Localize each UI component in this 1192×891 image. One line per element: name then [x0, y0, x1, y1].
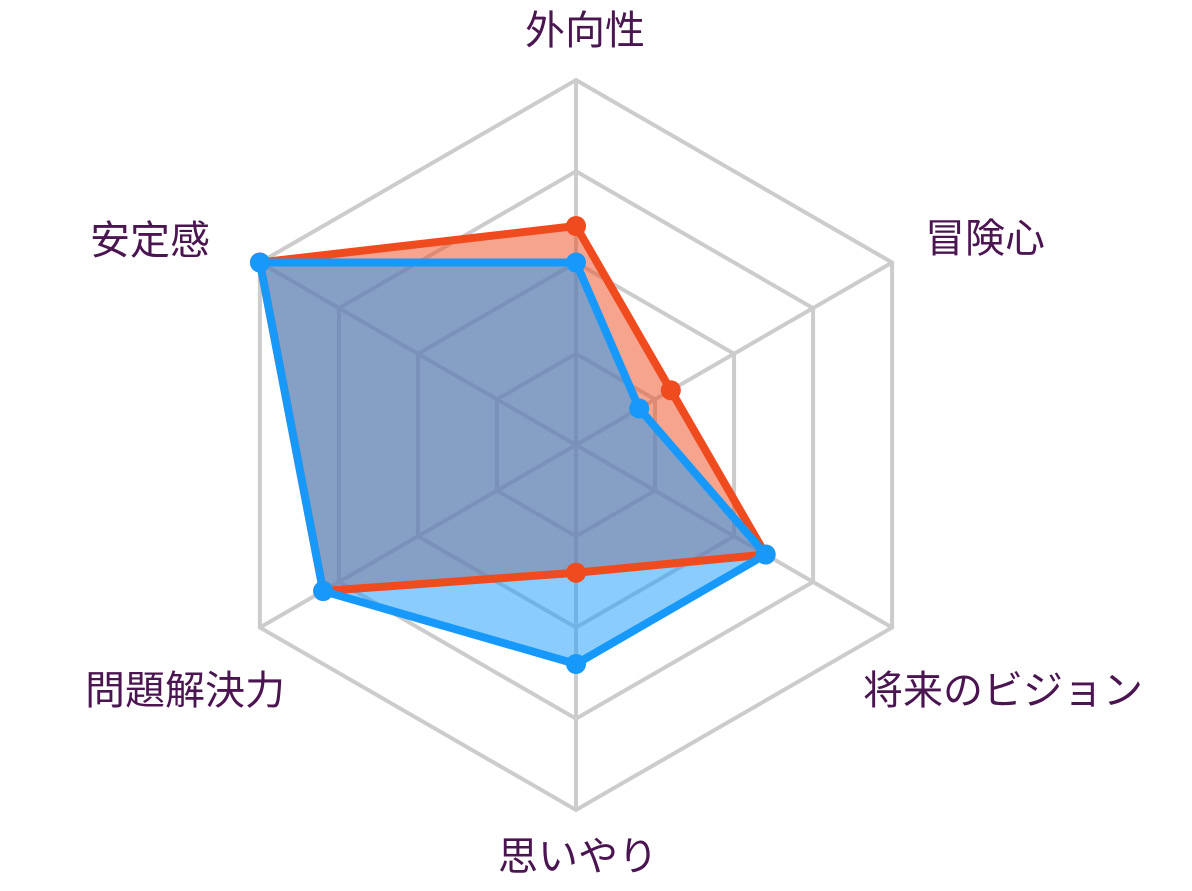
- series-blue-point-4: [313, 581, 334, 601]
- series-orange-point-3: [566, 562, 586, 583]
- axis-label-0: 外向性: [525, 8, 645, 54]
- series-blue-point-1: [629, 398, 650, 419]
- series-orange-point-1: [660, 380, 681, 401]
- axis-label-2: 将来のビジョン: [863, 668, 1143, 714]
- series-blue-point-0: [566, 252, 586, 273]
- series-orange-point-0: [566, 216, 586, 236]
- axis-label-4: 問題解決力: [85, 668, 285, 714]
- series-blue-point-3: [566, 654, 586, 674]
- series-blue-point-5: [249, 252, 270, 273]
- axis-label-3: 思いやり: [498, 834, 658, 880]
- axis-labels: 外向性 冒険心 将来のビジョン 思いやり 問題解決力 安定感: [85, 8, 1143, 880]
- axis-label-5: 安定感: [90, 218, 210, 264]
- series-layer: [249, 216, 776, 674]
- axis-label-1: 冒険心: [925, 216, 1045, 262]
- series-blue-point-2: [755, 544, 776, 565]
